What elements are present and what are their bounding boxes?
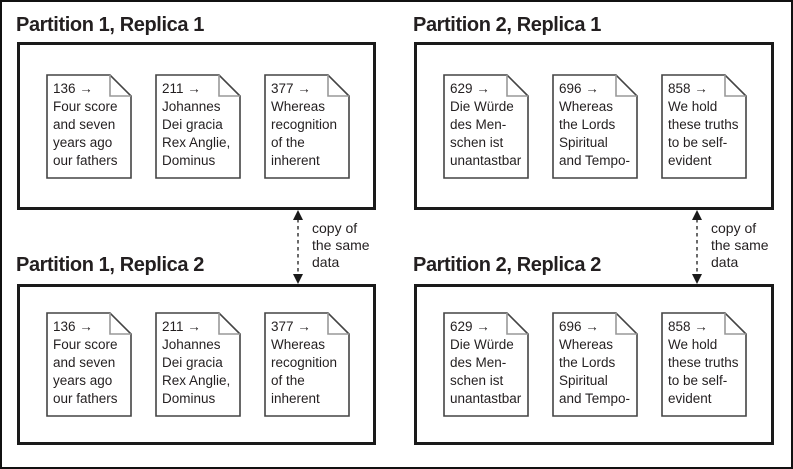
panel-box-partition2-replica1: 629 → Die Würde des Men- schen ist unant… <box>414 42 774 210</box>
document-text: 377 → Whereas recognition of the inheren… <box>271 80 338 168</box>
document-text: 858 → We hold these truths to be self- e… <box>668 80 739 168</box>
panel-title-partition1-replica2: Partition 1, Replica 2 <box>16 254 204 276</box>
page-with-folded-corner-icon <box>264 73 350 179</box>
document-icon: 629 → Die Würde des Men- schen ist unant… <box>443 312 529 417</box>
copy-connector-left: copy of the same data <box>291 210 383 284</box>
page-with-folded-corner-icon <box>661 312 747 417</box>
document-icon: 858 → We hold these truths to be self- e… <box>661 312 747 417</box>
page-with-folded-corner-icon <box>46 312 132 417</box>
document-text: 136 → Four score and seven years ago our… <box>53 319 118 406</box>
page-with-folded-corner-icon <box>552 73 638 179</box>
double-headed-dashed-arrow-icon <box>692 210 702 284</box>
panel-title-partition1-replica1: Partition 1, Replica 1 <box>16 14 204 36</box>
copy-connector-label: copy of the same data <box>711 220 769 270</box>
document-icon: 136 → Four score and seven years ago our… <box>46 312 132 417</box>
panel-box-partition1-replica1: 136 → Four score and seven years ago our… <box>17 42 376 210</box>
page-with-folded-corner-icon <box>46 73 132 179</box>
document-icon: 211 → Johannes Dei gracia Rex Anglie, Do… <box>155 312 241 417</box>
document-text: 211 → Johannes Dei gracia Rex Anglie, Do… <box>162 80 231 168</box>
document-icon: 211 → Johannes Dei gracia Rex Anglie, Do… <box>155 73 241 179</box>
page-with-folded-corner-icon <box>552 312 638 417</box>
document-icon: 377 → Whereas recognition of the inheren… <box>264 312 350 417</box>
document-text: 629 → Die Würde des Men- schen ist unant… <box>450 319 522 406</box>
page-with-folded-corner-icon <box>443 73 529 179</box>
copy-connector-label: copy of the same data <box>312 220 370 270</box>
document-text: 629 → Die Würde des Men- schen ist unant… <box>450 80 522 168</box>
document-icon: 377 → Whereas recognition of the inheren… <box>264 73 350 179</box>
page-with-folded-corner-icon <box>264 312 350 417</box>
document-text: 136 → Four score and seven years ago our… <box>53 80 118 168</box>
copy-connector-right: copy of the same data <box>690 210 782 284</box>
document-text: 858 → We hold these truths to be self- e… <box>668 319 739 406</box>
document-text: 211 → Johannes Dei gracia Rex Anglie, Do… <box>162 319 231 406</box>
page-with-folded-corner-icon <box>155 73 241 179</box>
panel-title-partition2-replica1: Partition 2, Replica 1 <box>413 14 601 36</box>
document-icon: 629 → Die Würde des Men- schen ist unant… <box>443 73 529 179</box>
panel-box-partition1-replica2: 136 → Four score and seven years ago our… <box>17 284 376 445</box>
document-icon: 136 → Four score and seven years ago our… <box>46 73 132 179</box>
document-text: 696 → Whereas the Lords Spiritual and Te… <box>559 80 631 168</box>
document-text: 696 → Whereas the Lords Spiritual and Te… <box>559 319 631 406</box>
double-headed-dashed-arrow-icon <box>293 210 303 284</box>
panel-title-partition2-replica2: Partition 2, Replica 2 <box>413 254 601 276</box>
document-text: 377 → Whereas recognition of the inheren… <box>271 319 338 406</box>
document-icon: 858 → We hold these truths to be self- e… <box>661 73 747 179</box>
page-with-folded-corner-icon <box>155 312 241 417</box>
page-with-folded-corner-icon <box>661 73 747 179</box>
panel-box-partition2-replica2: 629 → Die Würde des Men- schen ist unant… <box>414 284 774 445</box>
page-with-folded-corner-icon <box>443 312 529 417</box>
document-icon: 696 → Whereas the Lords Spiritual and Te… <box>552 312 638 417</box>
document-icon: 696 → Whereas the Lords Spiritual and Te… <box>552 73 638 179</box>
